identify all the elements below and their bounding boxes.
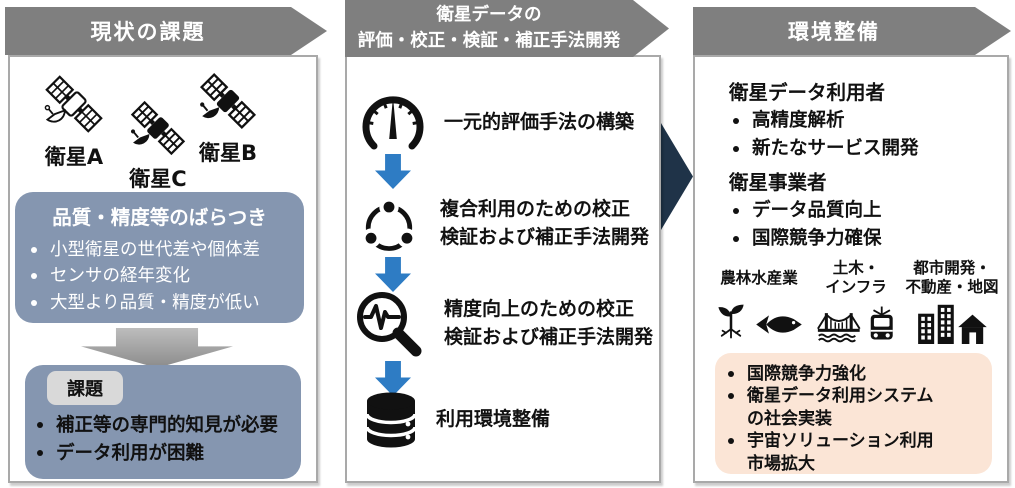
issue-box-bullets: 補正等の専門的知見が必要 データ利用が困難 — [37, 412, 297, 468]
list-item: データ品質向上 — [729, 197, 919, 225]
step-combined-use-calibration: 複合利用のための校正 検証および補正手法開発 — [355, 190, 649, 258]
bullet-icon — [728, 393, 734, 400]
group-heading: 衛星データ利用者 — [729, 81, 886, 104]
issue-box: 課題 補正等の専門的知見が必要 データ利用が困難 — [25, 365, 301, 479]
industry-icons — [703, 303, 815, 340]
bullet-icon — [31, 273, 37, 280]
step-label: 精度向上のための校正 検証および補正手法開発 — [444, 298, 654, 348]
satellite-c-label: 衛星C — [129, 167, 187, 191]
step-label: 一元的評価手法の構築 — [444, 111, 635, 134]
satellite-a: 衛星A — [24, 71, 124, 171]
step-label: 利用環境整備 — [436, 408, 551, 431]
banner-current-issues-label: 現状の課題 — [90, 20, 206, 44]
industry-infrastructure: 土木・ インフラ — [817, 259, 895, 343]
step-accuracy-calibration: 精度向上のための校正 検証および補正手法開発 — [351, 286, 653, 362]
bullet-icon — [31, 247, 37, 253]
industry-label: 都市開発・ 不動産・地図 — [905, 259, 999, 297]
satellite-a-label: 衛星A — [44, 145, 104, 169]
bullet-icon — [733, 236, 739, 242]
list-item: 国際競争力強化 — [728, 363, 986, 385]
list-item: 高精度解析 — [729, 107, 919, 135]
satellite-b-label: 衛星B — [198, 141, 257, 165]
list-item: 宇宙ソリューション利用 市場拡大 — [728, 430, 986, 475]
step-label: 複合利用のための校正 検証および補正手法開発 — [440, 198, 650, 248]
panel-method-development: 一元的評価手法の構築 複合利用のための校正 検証および補正手法開発 精度向上のた… — [345, 55, 661, 483]
gauge-icon — [362, 96, 424, 150]
variance-box-title: 品質・精度等のばらつき — [52, 206, 267, 229]
buildings-house-icon — [918, 304, 987, 344]
list-item: 大型より品質・精度が低い — [31, 290, 296, 316]
step-usage-environment: 利用環境整備 — [363, 390, 550, 450]
list-item: データ利用が困難 — [37, 440, 297, 468]
panel-current-issues: 衛星A — [8, 55, 318, 483]
list-item: 補正等の専門的知見が必要 — [37, 412, 297, 440]
list-item: 新たなサービス開発 — [729, 135, 919, 163]
sprout-icon — [717, 305, 744, 339]
list-item: 衛星データ利用システム の社会実装 — [728, 385, 986, 430]
banner-method-development-label: 衛星データの 評価・校正・検証・補正手法開発 — [357, 5, 621, 51]
flow-down-arrow-icon — [375, 154, 411, 189]
satellite-filled-icon — [199, 72, 257, 130]
train-icon — [870, 306, 893, 340]
beneficiaries-section: 衛星データ利用者 高精度解析 新たなサービス開発 衛星事業者 データ品質向上 国… — [729, 79, 919, 253]
bullet-icon — [37, 422, 43, 428]
banner-environment-label: 環境整備 — [788, 20, 880, 44]
group-heading: 衛星事業者 — [729, 171, 827, 194]
industry-label: 土木・ インフラ — [825, 259, 887, 297]
panel-environment: 衛星データ利用者 高精度解析 新たなサービス開発 衛星事業者 データ品質向上 国… — [693, 55, 1009, 483]
database-icon — [365, 392, 417, 448]
down-arrow-icon — [81, 328, 233, 368]
satellite-c: 衛星C — [108, 97, 208, 193]
issue-tag: 課題 — [47, 371, 123, 405]
industry-agriculture: 農林水産業 — [703, 269, 815, 340]
satellite-outline-icon — [44, 75, 103, 133]
bullet-icon — [733, 146, 739, 152]
list-item: 小型衛星の世代差や個体差 — [31, 237, 296, 263]
share-network-icon — [361, 197, 417, 251]
bullet-icon — [733, 208, 739, 214]
variance-box-bullets: 小型衛星の世代差や個体差 センサの経年変化 大型より品質・精度が低い — [15, 237, 304, 316]
banner-method-development: 衛星データの 評価・校正・検証・補正手法開発 — [345, 0, 669, 57]
magnifier-waveform-icon — [357, 292, 422, 357]
step-unified-evaluation: 一元的評価手法の構築 — [359, 93, 634, 153]
outcome-box: 国際競争力強化 衛星データ利用システム の社会実装 宇宙ソリューション利用 市場… — [715, 353, 992, 474]
industry-icons — [817, 303, 895, 343]
industry-icons — [895, 303, 1009, 344]
industry-urban-development: 都市開発・ 不動産・地図 — [895, 259, 1009, 344]
bullet-icon — [728, 371, 734, 377]
bridge-icon — [817, 312, 861, 343]
variance-box: 品質・精度等のばらつき 小型衛星の世代差や個体差 センサの経年変化 大型より品質… — [15, 192, 304, 323]
industry-label: 農林水産業 — [720, 269, 798, 287]
bullet-icon — [728, 438, 734, 445]
list-item: 国際競争力確保 — [729, 225, 919, 253]
bullet-icon — [733, 118, 739, 124]
fish-icon — [755, 315, 802, 334]
banner-current-issues: 現状の課題 — [5, 7, 327, 55]
satellite-filled-icon — [130, 100, 186, 156]
satellite-b: 衛星B — [180, 69, 276, 167]
bullet-icon — [37, 449, 43, 456]
bullet-icon — [31, 299, 37, 306]
list-item: センサの経年変化 — [31, 263, 296, 289]
banner-environment: 環境整備 — [693, 7, 1011, 55]
